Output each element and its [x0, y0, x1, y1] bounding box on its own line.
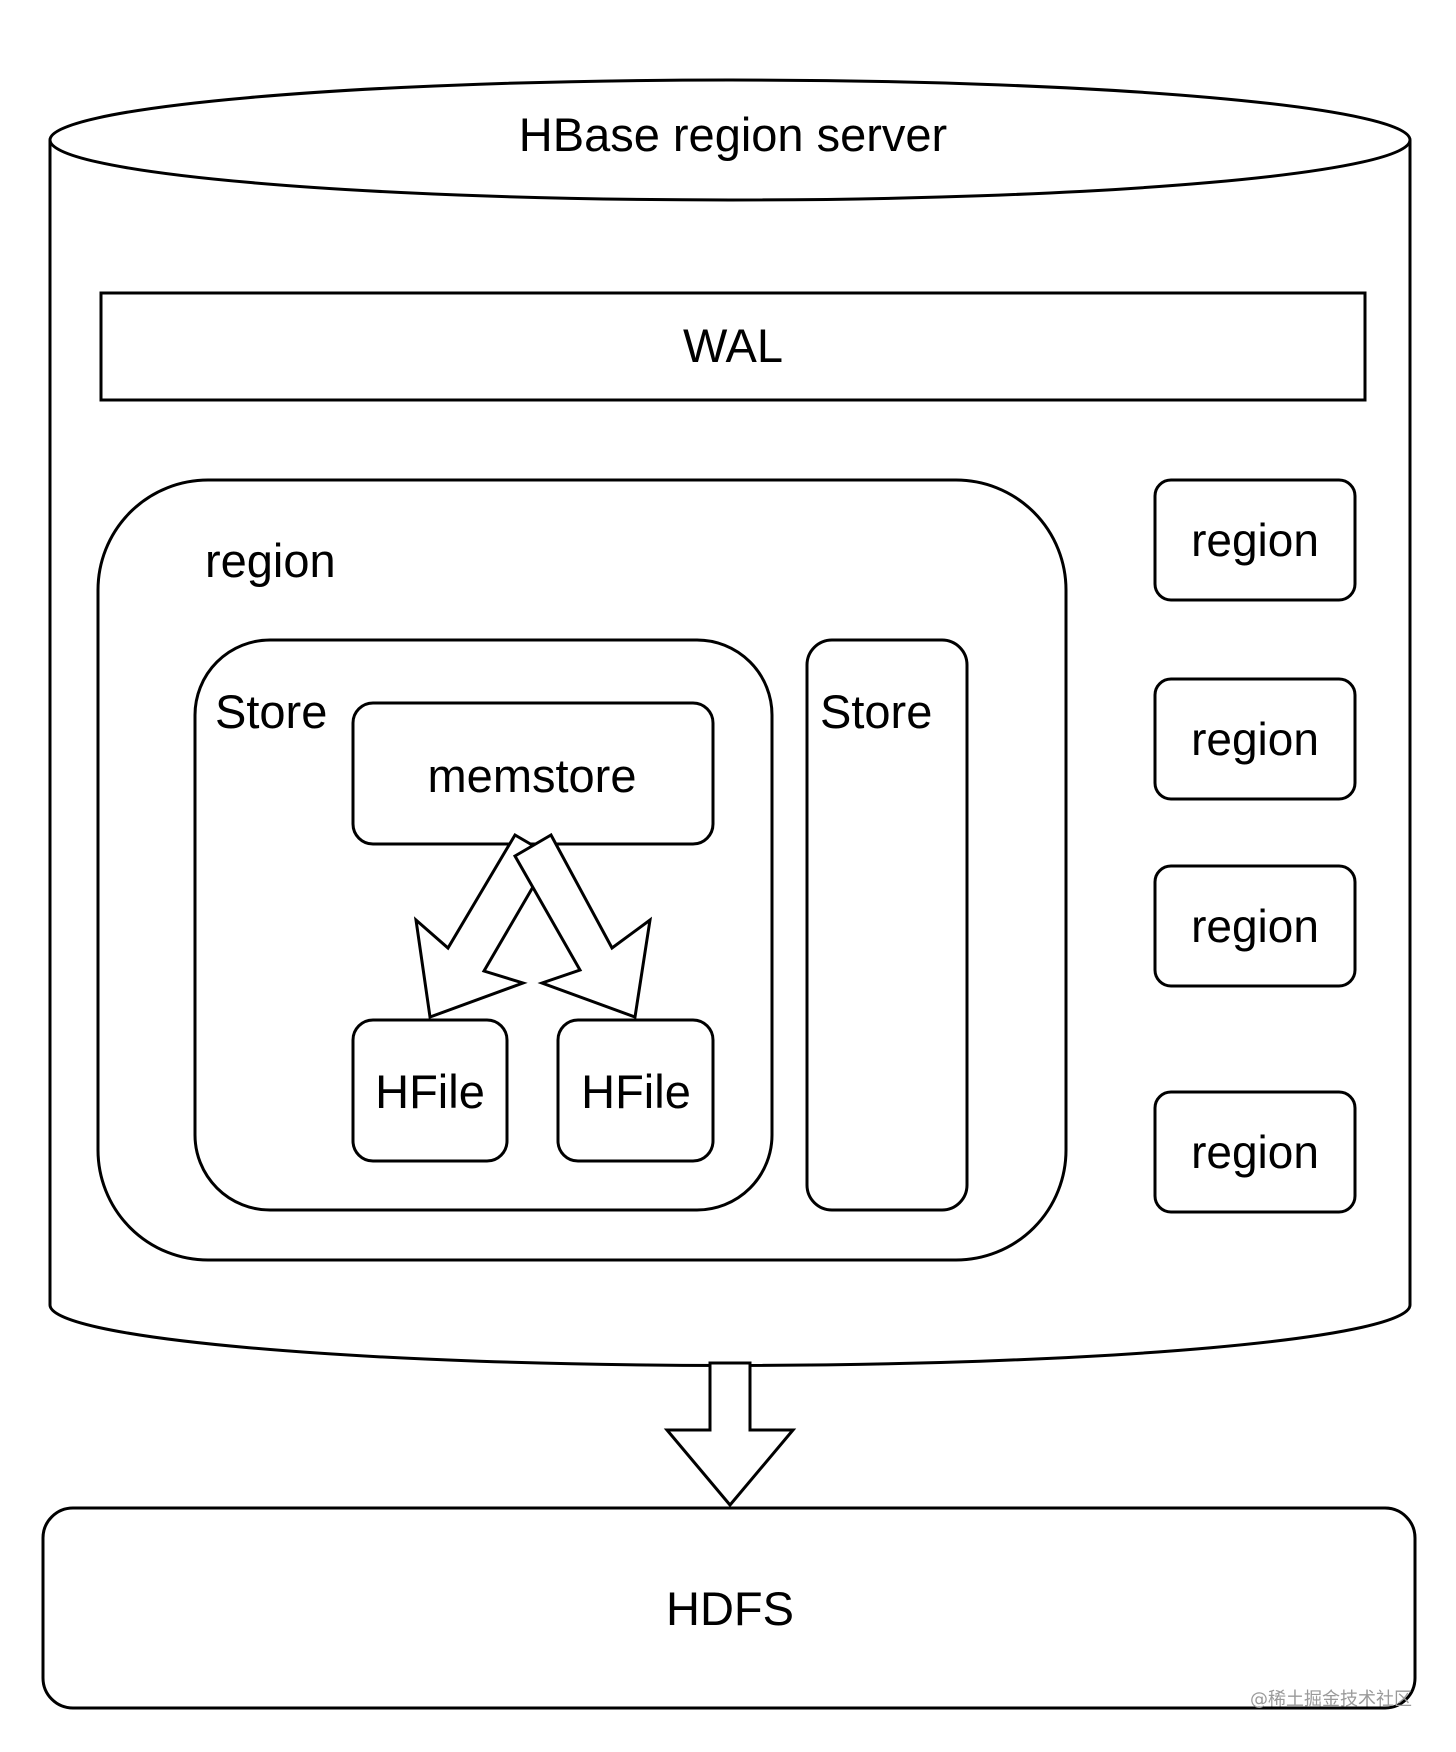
hfile-box-2: HFile [556, 1018, 715, 1163]
region-server-title: HBase region server [519, 108, 947, 161]
wal-label: WAL [683, 319, 783, 372]
side-region-label: region [1191, 514, 1319, 566]
hfile-label-2: HFile [581, 1065, 691, 1118]
side-region-3: region [1153, 864, 1357, 988]
side-region-label: region [1191, 1126, 1319, 1178]
side-region-label: region [1191, 713, 1319, 765]
store-secondary: Store [805, 638, 969, 1212]
down-arrow-icon [663, 1361, 797, 1508]
store-secondary-label: Store [820, 685, 932, 738]
memstore-label: memstore [428, 749, 637, 802]
store-primary-label: Store [215, 685, 327, 738]
side-region-4: region [1153, 1090, 1357, 1214]
side-region-label: region [1191, 900, 1319, 952]
hfile-label-1: HFile [375, 1065, 485, 1118]
hdfs-box: HDFS [41, 1506, 1417, 1710]
hdfs-label: HDFS [666, 1582, 794, 1635]
hfile-box-1: HFile [351, 1018, 509, 1163]
watermark-text: @稀土掘金技术社区 [1250, 1689, 1412, 1710]
memstore-box: memstore [351, 701, 715, 846]
flush-arrow-right-icon [512, 832, 653, 1020]
side-region-1: region [1153, 478, 1357, 602]
region-main-label: region [205, 534, 336, 587]
wal-box: WAL [99, 291, 1367, 402]
side-region-2: region [1153, 677, 1357, 801]
